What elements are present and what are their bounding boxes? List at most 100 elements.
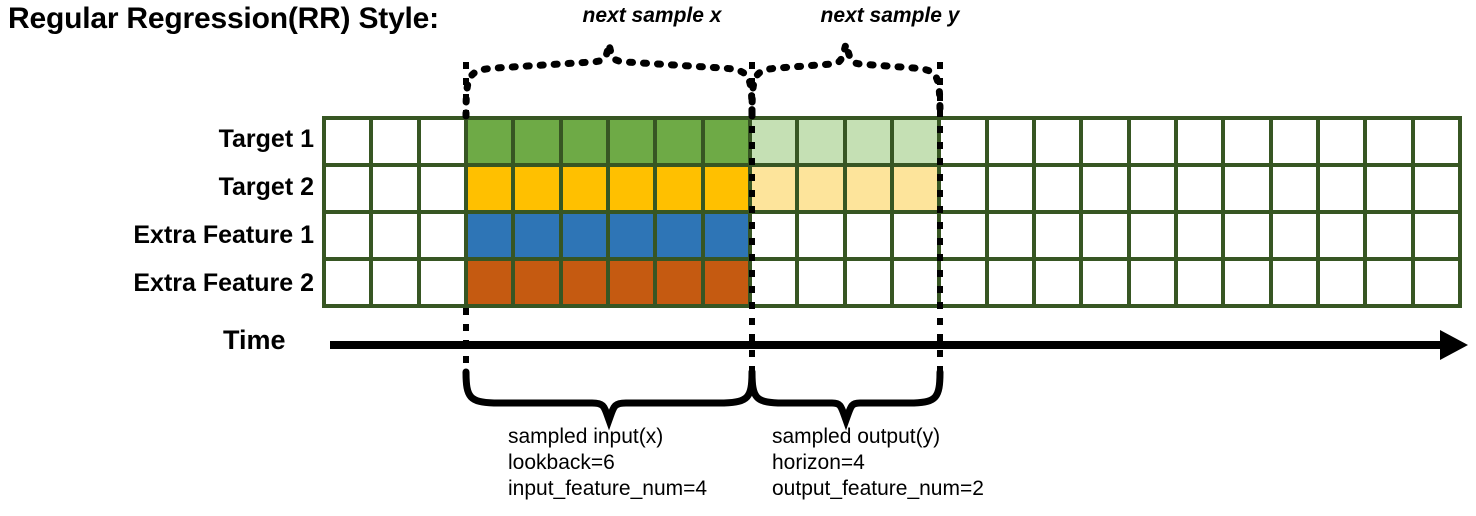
grid-cell bbox=[562, 167, 606, 210]
grid-cell bbox=[1035, 261, 1080, 304]
grid-cell bbox=[941, 261, 985, 304]
grid-cell bbox=[1319, 120, 1364, 163]
time-axis bbox=[330, 330, 1468, 360]
grid-cell bbox=[846, 214, 890, 257]
grid-cell bbox=[326, 261, 370, 304]
grid-cell bbox=[515, 120, 559, 163]
grid-cell bbox=[657, 120, 701, 163]
grid-cell bbox=[704, 167, 748, 210]
grid-cell bbox=[467, 167, 512, 210]
grid-cell bbox=[420, 167, 464, 210]
grid-cell bbox=[1130, 214, 1174, 257]
grid-cell bbox=[1319, 214, 1364, 257]
time-axis-label: Time bbox=[223, 325, 286, 355]
grid-cell bbox=[1414, 214, 1458, 257]
grid-cell bbox=[1130, 167, 1174, 210]
brace-sampled-input bbox=[462, 368, 756, 431]
grid-cell bbox=[751, 120, 796, 163]
row-label-extra-feature-1: Extra Feature 1 bbox=[133, 221, 314, 249]
grid-cell bbox=[1367, 261, 1411, 304]
dotted-guides bbox=[463, 62, 943, 372]
grid-cell bbox=[799, 120, 843, 163]
grid-cell bbox=[799, 214, 843, 257]
grid-cell bbox=[515, 261, 559, 304]
grid-cell bbox=[1414, 261, 1458, 304]
grid-cell bbox=[420, 120, 464, 163]
grid-cell bbox=[1367, 214, 1411, 257]
grid-cell bbox=[657, 214, 701, 257]
grid-cell bbox=[1130, 120, 1174, 163]
grid-cell bbox=[609, 261, 654, 304]
next-sample-y-label: next sample y bbox=[820, 4, 960, 27]
grid-cell bbox=[373, 120, 417, 163]
grid-cell bbox=[704, 261, 748, 304]
grid-cell bbox=[657, 261, 701, 304]
grid-cell bbox=[609, 214, 654, 257]
grid-cell bbox=[893, 120, 938, 163]
grid-cell bbox=[467, 120, 512, 163]
grid-cell bbox=[373, 261, 417, 304]
grid-cell bbox=[988, 120, 1032, 163]
brace-next-sample-y bbox=[748, 31, 944, 120]
row-label-target-2: Target 2 bbox=[218, 173, 314, 201]
grid-cell bbox=[988, 214, 1032, 257]
grid-cell bbox=[515, 214, 559, 257]
sampled-output-title: sampled output(y) bbox=[772, 425, 941, 448]
row-label-target-1: Target 1 bbox=[218, 125, 314, 153]
grid-cell bbox=[1225, 167, 1269, 210]
sampled-input-lookback: lookback=6 bbox=[508, 451, 615, 474]
grid-cell bbox=[941, 120, 985, 163]
grid-cell bbox=[893, 261, 938, 304]
next-sample-x-label: next sample x bbox=[582, 4, 722, 27]
grid-cell bbox=[1319, 167, 1364, 210]
grid-cell bbox=[1035, 214, 1080, 257]
grid-cell bbox=[846, 120, 890, 163]
grid-cell bbox=[515, 167, 559, 210]
brace-sampled-output bbox=[748, 368, 944, 431]
grid-cell bbox=[326, 214, 370, 257]
sampled-input-feature-num: input_feature_num=4 bbox=[508, 477, 708, 500]
grid-cell bbox=[609, 120, 654, 163]
sampled-output-horizon: horizon=4 bbox=[772, 451, 865, 474]
grid-cell bbox=[1414, 167, 1458, 210]
grid-cell bbox=[846, 261, 890, 304]
grid-cell bbox=[1367, 167, 1411, 210]
grid-cell bbox=[467, 261, 512, 304]
arrow-right-icon bbox=[1440, 330, 1468, 360]
page-title: Regular Regression(RR) Style: bbox=[8, 2, 439, 35]
grid-cell bbox=[1083, 167, 1127, 210]
grid-cell bbox=[1177, 120, 1222, 163]
grid-cell bbox=[704, 214, 748, 257]
grid-cell bbox=[562, 214, 606, 257]
grid-cell bbox=[1272, 214, 1316, 257]
grid-cell bbox=[988, 167, 1032, 210]
grid-cell bbox=[893, 167, 938, 210]
grid-cell bbox=[1035, 167, 1080, 210]
grid-cell bbox=[1083, 261, 1127, 304]
grid-cell bbox=[562, 120, 606, 163]
grid-cell bbox=[1225, 214, 1269, 257]
grid-cell bbox=[1130, 261, 1174, 304]
grid-cell bbox=[988, 261, 1032, 304]
grid-cell bbox=[1272, 120, 1316, 163]
grid-cell bbox=[326, 120, 370, 163]
grid-cell bbox=[751, 261, 796, 304]
grid-cell bbox=[373, 214, 417, 257]
grid-cell bbox=[893, 214, 938, 257]
grid-cell bbox=[1083, 214, 1127, 257]
grid-cell bbox=[1272, 167, 1316, 210]
sampled-input-block: sampled input(x) lookback=6 input_featur… bbox=[508, 424, 707, 502]
grid-cell bbox=[1177, 214, 1222, 257]
grid-cell bbox=[704, 120, 748, 163]
grid-cell bbox=[846, 167, 890, 210]
grid-cell bbox=[373, 167, 417, 210]
grid-cell bbox=[1319, 261, 1364, 304]
grid-cell bbox=[1367, 120, 1411, 163]
grid-cell bbox=[941, 214, 985, 257]
grid-cell bbox=[941, 167, 985, 210]
sampled-output-block: sampled output(y) horizon=4 output_featu… bbox=[772, 424, 984, 502]
grid-cell bbox=[799, 167, 843, 210]
grid-cell bbox=[467, 214, 512, 257]
sampled-input-title: sampled input(x) bbox=[508, 425, 664, 448]
